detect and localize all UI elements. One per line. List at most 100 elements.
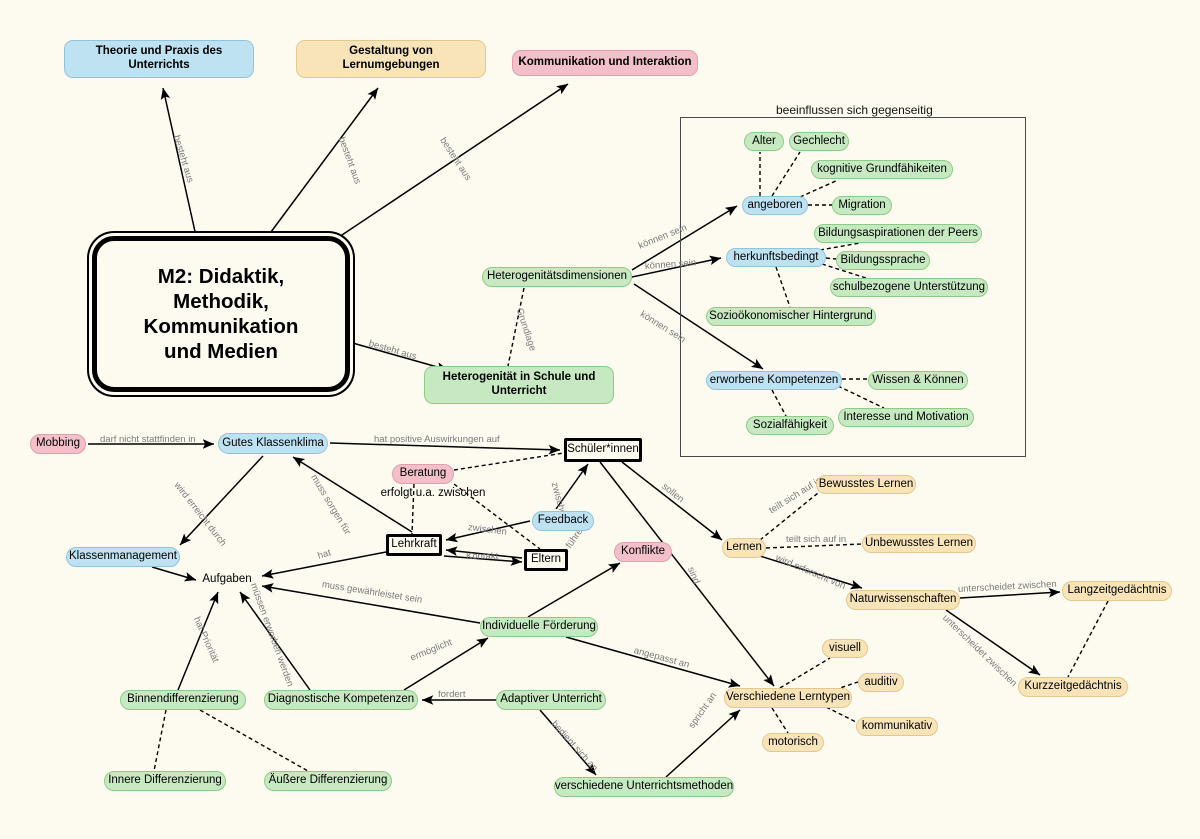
node-soziooek[interactable]: Sozioökonomischer Hintergrund	[706, 307, 876, 326]
node-label-feedback: Feedback	[537, 514, 589, 527]
central-concept-node[interactable]: M2: Didaktik, Methodik, Kommunikation un…	[92, 236, 350, 392]
node-label-wissen: Wissen & Können	[872, 373, 964, 386]
node-label-schueler: Schüler*innen	[567, 443, 639, 456]
node-klassenklima[interactable]: Gutes Klassenklima	[218, 433, 328, 454]
node-lernen[interactable]: Lernen	[722, 538, 766, 558]
node-kognitive[interactable]: kognitive Grundfähikeiten	[811, 160, 953, 179]
edge-label-el2: besteht aus	[335, 135, 363, 186]
edge-label-el1: besteht aus	[170, 133, 196, 185]
node-wissen[interactable]: Wissen & Können	[868, 371, 968, 390]
node-kurzzeit[interactable]: Kurzzeitgedächtnis	[1018, 677, 1128, 697]
node-beratung[interactable]: Beratung	[392, 464, 454, 484]
node-label-lehrkraft: Lehrkraft	[391, 538, 437, 551]
edge-label-el28: wird erforscht von	[773, 552, 848, 592]
node-herkunft[interactable]: herkunftsbedingt	[726, 248, 826, 267]
node-label-sozialfaehig: Sozialfähigkeit	[752, 418, 828, 431]
node-interesse[interactable]: Interesse und Motivation	[838, 408, 974, 427]
node-bildungssprache[interactable]: Bildungssprache	[836, 251, 930, 270]
node-migration[interactable]: Migration	[832, 196, 892, 215]
edge-label-el27: teilt sich auf in	[786, 534, 847, 545]
node-konflikte[interactable]: Konflikte	[614, 542, 672, 562]
group-title: beeinflussen sich gegenseitig	[770, 103, 939, 117]
node-mobbing[interactable]: Mobbing	[30, 434, 86, 454]
node-label-indfoerderung: Individuelle Förderung	[482, 620, 596, 633]
node-erworbene[interactable]: erworbene Kompetenzen	[706, 371, 842, 390]
node-label-migration: Migration	[838, 198, 886, 211]
node-kommunikation[interactable]: Kommunikation und Interaktion	[512, 50, 698, 76]
node-label-bildungssprache: Bildungssprache	[840, 253, 926, 266]
node-gechlecht[interactable]: Gechlecht	[789, 132, 849, 151]
node-label-klassenklima: Gutes Klassenklima	[222, 436, 324, 449]
node-methoden[interactable]: verschiedene Unterrichtsmethoden	[554, 777, 734, 797]
node-indfoerderung[interactable]: Individuelle Förderung	[480, 617, 598, 637]
node-schueler[interactable]: Schüler*innen	[564, 438, 642, 462]
node-label-erworbene: erworbene Kompetenzen	[709, 373, 839, 386]
node-lerntypen[interactable]: Verschiedene Lerntypen	[724, 688, 852, 708]
node-label-adaptiv: Adaptiver Unterricht	[500, 693, 602, 706]
edge-label-el11: wird erreicht durch	[171, 480, 229, 549]
node-label-aeussere: Äußere Differenzierung	[268, 774, 388, 787]
node-label-unbewusst: Unbewusstes Lernen	[864, 536, 974, 549]
node-label-motorisch: motorisch	[768, 735, 818, 748]
edge-label-el3: besteht aus	[437, 135, 474, 183]
node-naturwiss[interactable]: Naturwissenschaften	[846, 590, 960, 610]
node-diagkomp[interactable]: Diagnostische Kompetenzen	[264, 690, 418, 710]
node-angeboren[interactable]: angeboren	[742, 196, 808, 215]
central-node-label: M2: Didaktik, Methodik, Kommunikation un…	[143, 265, 299, 363]
node-binnendiff[interactable]: Binnendifferenzierung	[120, 690, 246, 710]
node-eltern[interactable]: Eltern	[524, 549, 568, 571]
node-erfolgt[interactable]: erfolgt u.a. zwischen	[378, 485, 488, 503]
node-lehrkraft[interactable]: Lehrkraft	[386, 534, 442, 556]
node-kommunikativ[interactable]: kommunikativ	[856, 717, 938, 736]
node-unbewusst[interactable]: Unbewusstes Lernen	[862, 534, 976, 553]
node-adaptiv[interactable]: Adaptiver Unterricht	[496, 690, 606, 710]
node-label-angeboren: angeboren	[747, 198, 803, 211]
edge-label-el19: müssen erworben werden	[247, 581, 296, 689]
node-hetdim[interactable]: Heterogenitätsdimensionen	[482, 267, 632, 287]
node-bewusst[interactable]: Bewusstes Lernen	[816, 475, 916, 494]
node-label-kommunikation: Kommunikation und Interaktion	[518, 56, 692, 69]
node-aeussere[interactable]: Äußere Differenzierung	[264, 771, 392, 791]
node-innere[interactable]: Innere Differenzierung	[104, 771, 226, 791]
node-aufgaben[interactable]: Aufgaben	[196, 571, 258, 589]
edge-label-el32: spricht an	[686, 690, 720, 731]
node-label-lernen: Lernen	[726, 541, 762, 554]
node-motorisch[interactable]: motorisch	[762, 733, 824, 752]
node-visuell[interactable]: visuell	[822, 639, 868, 658]
node-feedback[interactable]: Feedback	[532, 511, 594, 531]
edge-label-el9: darf nicht stattfinden in	[100, 434, 196, 445]
node-label-naturwiss: Naturwissenschaften	[849, 593, 957, 606]
node-label-kognitive: kognitive Grundfähikeiten	[817, 162, 947, 175]
node-label-binnendiff: Binnendifferenzierung	[127, 693, 239, 706]
node-schulbezogene[interactable]: schulbezogene Unterstützung	[830, 278, 988, 297]
node-label-langzeit: Langzeitgedächtnis	[1067, 584, 1167, 597]
node-label-konflikte: Konflikte	[620, 545, 666, 558]
edge-label-el18: hat Priorität	[190, 615, 221, 665]
node-label-diagkomp: Diagnostische Kompetenzen	[267, 693, 415, 706]
edge-label-el25: angepasst an	[632, 645, 691, 671]
node-label-visuell: visuell	[829, 641, 861, 654]
edge-label-el24: sind	[684, 565, 702, 586]
node-label-auditiv: auditiv	[864, 675, 898, 688]
edge-label-el14: zwischen	[467, 522, 508, 538]
node-auditiv[interactable]: auditiv	[858, 673, 904, 692]
node-klassenmgmt[interactable]: Klassenmanagement	[66, 547, 180, 567]
node-label-klassenmgmt: Klassenmanagement	[68, 550, 178, 563]
node-sozialfaehig[interactable]: Sozialfähigkeit	[746, 416, 834, 435]
node-label-soziooek: Sozioökonomischer Hintergrund	[709, 309, 873, 322]
node-label-eltern: Eltern	[530, 553, 562, 566]
node-bildungsasp[interactable]: Bildungsaspirationen der Peers	[814, 224, 982, 243]
node-label-bewusst: Bewusstes Lernen	[818, 477, 914, 490]
node-label-aufgaben: Aufgaben	[202, 573, 252, 586]
node-label-innere: Innere Differenzierung	[108, 774, 222, 787]
node-alter[interactable]: Alter	[744, 132, 784, 151]
node-label-schulbezogene: schulbezogene Unterstützung	[832, 280, 986, 293]
node-langzeit[interactable]: Langzeitgedächtnis	[1062, 581, 1172, 601]
edge-label-el17: muss gewährleistet sein	[321, 579, 424, 606]
edge-label-el30: unterscheidet zwischen	[940, 612, 1019, 690]
